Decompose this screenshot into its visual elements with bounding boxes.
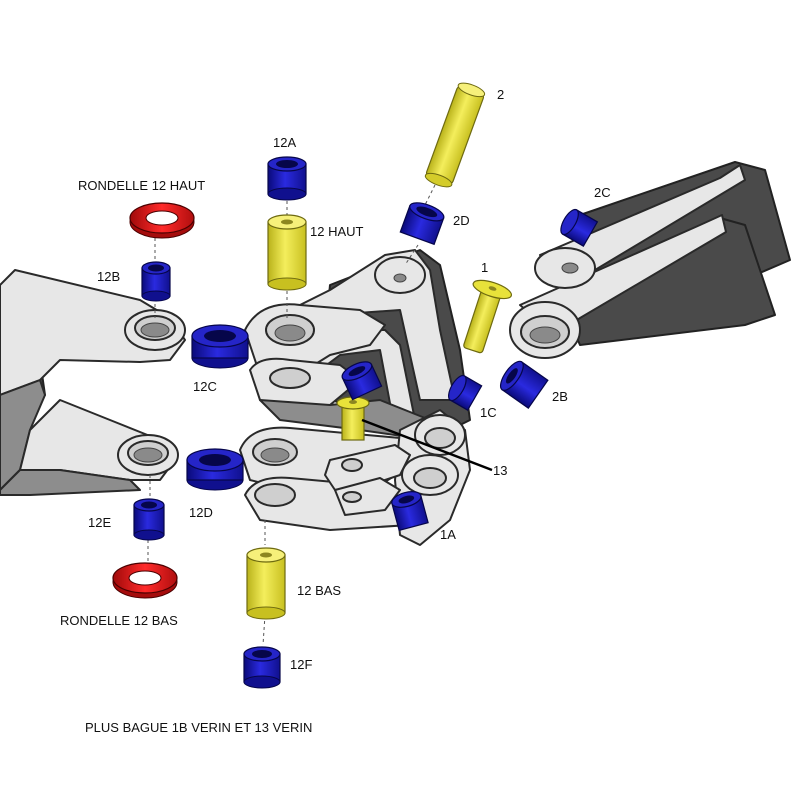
label-2d: 2D [453,213,470,228]
bushing-1a [391,491,429,532]
label-12f: 12F [290,657,312,672]
right-arm-assembly [509,161,791,359]
pin-1 [463,279,513,354]
bushing-2c [560,208,599,247]
bushing-12c [191,324,249,369]
label-2: 2 [497,87,504,102]
pin-12-haut [267,214,307,291]
label-13: 13 [493,463,507,478]
label-2c: 2C [594,185,611,200]
label-12-bas: 12 BAS [297,583,341,598]
label-12a: 12A [273,135,296,150]
label-rondelle-12-bas: RONDELLE 12 BAS [60,613,178,628]
label-12c: 12C [193,379,217,394]
label-12e: 12E [88,515,111,530]
label-rondelle-12-haut: RONDELLE 12 HAUT [78,178,205,193]
label-12-haut: 12 HAUT [310,224,364,239]
pin-2 [424,82,486,188]
bushing-13 [341,361,383,401]
caption-note: PLUS BAGUE 1B VERIN ET 13 VERIN [85,720,312,735]
washer-rondelle-12-haut [129,202,195,239]
pin-12-bas [246,547,286,620]
bushing-2b [499,360,549,409]
bushing-12f [243,646,281,689]
leader-line-13 [361,418,493,472]
bushing-12a [267,156,307,201]
bushing-12b [141,261,171,302]
label-2b: 2B [552,389,568,404]
label-12d: 12D [189,505,213,520]
part-labels: 2 2C 2D 1 2B 1C 13 1A 12A 12 HAUT RONDEL… [60,87,611,672]
bushing-1c [448,374,483,411]
bushing-2d [399,202,445,246]
label-12b: 12B [97,269,120,284]
label-1c: 1C [480,405,497,420]
bushing-12d [186,448,244,491]
left-arm-assembly [0,269,186,496]
pin-13 [336,396,370,441]
washer-rondelle-12-bas [112,562,178,599]
bushing-12e [133,498,165,541]
assembly-axis-lines [147,184,436,646]
label-1a: 1A [440,527,456,542]
label-1: 1 [481,260,488,275]
